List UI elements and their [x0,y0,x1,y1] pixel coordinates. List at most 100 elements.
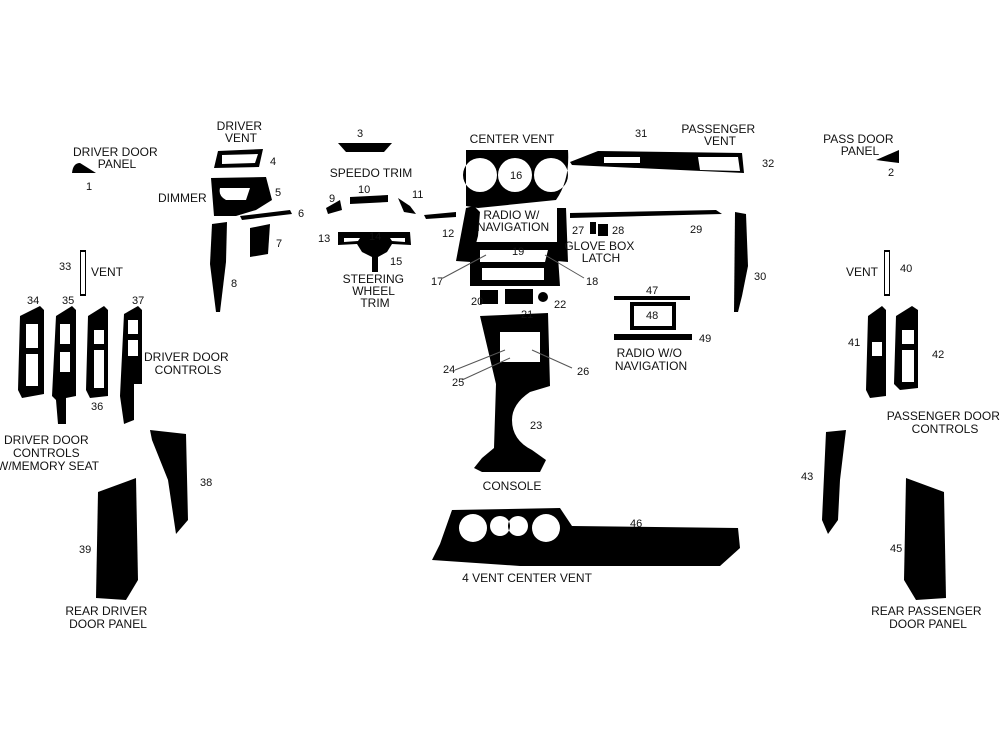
label-rear-driver-door-panel: REAR DRIVER DOOR PANEL [65,604,150,631]
piece-7 [250,224,270,257]
piece-20 [480,290,498,304]
num-29: 29 [690,224,702,236]
labels: DRIVER DOOR PANEL DRIVER VENT DIMMER SPE… [0,119,1000,631]
num-2: 2 [888,167,894,179]
num-42: 42 [932,349,944,361]
piece-11 [398,198,416,214]
num-20: 20 [471,296,483,308]
num-8: 8 [231,278,237,290]
num-18: 18 [586,276,598,288]
piece-29 [570,210,722,218]
piece-40-vent [884,250,890,296]
piece-34 [18,306,44,398]
num-12: 12 [442,228,454,240]
num-32: 32 [762,158,774,170]
label-rear-passenger-door-panel: REAR PASSENGER DOOR PANEL [871,604,985,631]
num-43: 43 [801,471,813,483]
label-passenger-door-controls: PASSENGER DOOR CONTROLS [887,409,1000,436]
num-35: 35 [62,295,74,307]
label-passenger-vent: PASSENGER VENT [681,122,758,148]
num-24: 24 [443,364,455,376]
piece-42 [894,306,918,390]
num-14: 14 [369,231,381,243]
label-speedo-trim: SPEEDO TRIM [330,166,412,180]
label-4-vent-center-vent: 4 VENT CENTER VENT [462,571,592,585]
piece-5-dimmer [211,177,272,216]
num-37: 37 [132,295,144,307]
num-23: 23 [530,420,542,432]
num-49: 49 [699,333,711,345]
piece-22 [538,292,548,302]
num-25: 25 [452,377,464,389]
num-36: 36 [91,401,103,413]
pieces [18,143,946,600]
piece-36 [86,306,108,398]
piece-2-pass-door-panel [876,150,899,163]
piece-49 [614,334,692,340]
num-21: 21 [521,309,533,321]
num-38: 38 [200,477,212,489]
piece-39-rear-driver-door [96,478,138,600]
num-19: 19 [512,246,524,258]
num-34: 34 [27,295,39,307]
num-39: 39 [79,544,91,556]
num-40: 40 [900,263,912,275]
label-driver-door-controls: DRIVER DOOR CONTROLS [144,350,232,377]
piece-48 [630,302,676,330]
piece-38 [150,430,188,534]
num-17: 17 [431,276,443,288]
piece-3 [338,143,392,152]
piece-21 [505,289,533,304]
num-45: 45 [890,543,902,555]
num-9: 9 [329,193,335,205]
piece-35 [52,306,76,424]
label-driver-vent: DRIVER VENT [217,119,266,145]
piece-43 [822,430,846,534]
num-22: 22 [554,299,566,311]
num-28: 28 [612,225,624,237]
piece-13-14-steering-trim [338,232,411,272]
num-6: 6 [298,208,304,220]
label-steering-wheel-trim: STEERING WHEEL TRIM [343,272,408,310]
piece-45-rear-passenger-door [904,478,946,600]
num-11: 11 [412,189,423,201]
num-46: 46 [630,518,642,530]
piece-8 [210,222,227,312]
num-4: 4 [270,156,276,168]
num-7: 7 [276,238,282,250]
part-numbers: 1 2 3 4 5 6 7 8 9 10 11 12 13 14 15 16 1… [27,128,944,556]
piece-12 [424,212,456,219]
piece-41 [866,306,886,398]
num-16: 16 [510,170,522,182]
piece-46-4-vent-center [432,508,740,566]
num-48: 48 [646,310,658,322]
num-27: 27 [572,225,584,237]
piece-radio-bezel [456,206,568,262]
label-pass-door-panel: PASS DOOR PANEL [823,132,897,158]
label-dimmer: DIMMER [158,191,207,205]
num-31: 31 [635,128,647,140]
num-33: 33 [59,261,71,273]
piece-23-console [474,313,550,472]
num-47: 47 [646,285,658,297]
piece-17-19-18-radio [470,242,560,286]
num-3: 3 [357,128,363,140]
label-console: CONSOLE [483,479,542,493]
piece-47 [614,296,690,300]
num-41: 41 [848,337,860,349]
label-vent-right: VENT [846,265,879,279]
label-driver-door-panel: DRIVER DOOR PANEL [73,145,161,171]
piece-9 [326,200,342,214]
label-vent-left: VENT [91,265,124,279]
label-glove-box-latch: GLOVE BOX LATCH [564,239,637,265]
piece-28 [598,224,608,236]
piece-31-32-passenger-vent [570,151,744,173]
num-15: 15 [390,256,402,268]
piece-4-driver-vent [214,149,263,168]
piece-6 [240,210,292,220]
piece-33-vent [80,250,86,296]
piece-37 [120,306,142,424]
num-30: 30 [754,271,766,283]
num-26: 26 [577,366,589,378]
